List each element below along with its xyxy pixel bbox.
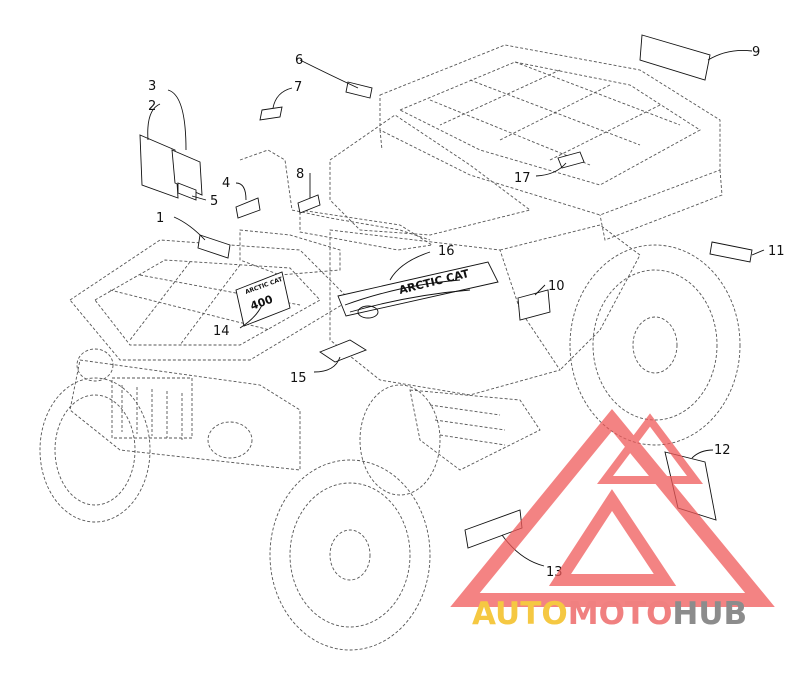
callout-14: 14 (213, 324, 230, 339)
decal-2 (139, 134, 179, 199)
callout-7: 7 (294, 80, 302, 95)
callout-9: 9 (752, 45, 760, 60)
callout-1: 1 (156, 211, 164, 226)
callout-3: 3 (148, 79, 156, 94)
callout-6: 6 (295, 53, 303, 68)
decal-9 (639, 34, 711, 81)
decal-17 (557, 151, 585, 169)
decals: ARCTIC CAT 400 ARCTIC CAT (139, 34, 753, 549)
callout-16: 16 (438, 244, 455, 259)
callout-15: 15 (290, 371, 307, 386)
decal-5 (177, 182, 197, 201)
leader-lines (147, 49, 765, 567)
callout-2: 2 (148, 99, 156, 114)
callout-4: 4 (222, 176, 230, 191)
decal-14-hood-logo: ARCTIC CAT 400 (235, 271, 291, 327)
decal-15 (319, 339, 368, 363)
svg-text:AUTOMOTOHUB: AUTOMOTOHUB (472, 596, 747, 632)
wordmark-hub: HUB (672, 596, 747, 632)
logo-triangle (450, 408, 775, 607)
wordmark-moto: MOTO (568, 596, 673, 632)
callout-17: 17 (514, 171, 531, 186)
automotohub-logo (450, 408, 775, 607)
decal-4 (235, 197, 261, 219)
atv-body-outline (69, 44, 723, 471)
callout-12: 12 (714, 443, 731, 458)
decal-16-side-panel: ARCTIC CAT (337, 261, 499, 319)
decal-8 (297, 194, 321, 214)
automotohub-wordmark: AUTOMOTOHUB (472, 596, 747, 632)
decal-11 (709, 241, 753, 263)
wordmark-auto: AUTO (472, 596, 568, 632)
callout-11: 11 (768, 244, 785, 259)
decal-7 (259, 106, 283, 121)
callout-8: 8 (296, 167, 304, 182)
decal-10 (517, 289, 551, 321)
decal-6 (345, 81, 373, 99)
callout-5: 5 (210, 194, 218, 209)
callout-10: 10 (548, 279, 565, 294)
decal-1 (197, 234, 231, 259)
